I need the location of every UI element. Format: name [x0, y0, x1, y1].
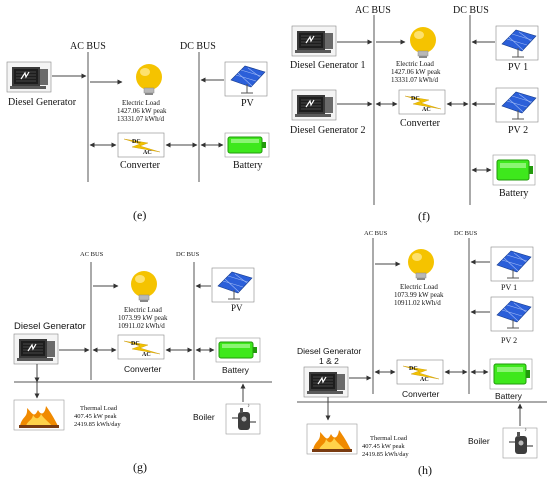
electric-load-label: Electric Load: [400, 283, 438, 291]
diesel-generator-label: Diesel Generator: [8, 97, 77, 108]
diesel-generator-icon: [6, 61, 52, 93]
panel-g: AC BUS DC BUS Electric Load 1073.99 kW p…: [13, 251, 272, 474]
electric-load-peak: 1427.06 kW peak: [391, 68, 441, 76]
electric-load-label: Electric Load: [124, 306, 162, 314]
electric-load-label: Electric Load: [396, 60, 434, 68]
thermal-load-icon: [306, 423, 358, 455]
light-bulb-icon: [130, 270, 158, 303]
pv-2-icon: [495, 87, 539, 123]
battery-icon: [224, 132, 270, 158]
pv-label: PV: [241, 98, 255, 109]
ac-bus-label: AC BUS: [364, 230, 388, 237]
converter-ac-glyph: AC: [142, 352, 151, 358]
pv-1-icon: [495, 25, 539, 61]
thermal-load-icon: [13, 399, 65, 431]
electric-load-peak: 1073.99 kW peak: [118, 314, 168, 322]
ac-bus-label: AC BUS: [355, 5, 391, 16]
electric-load-peak: 1427.06 kW peak: [117, 107, 167, 115]
thermal-load-label: Thermal Load: [370, 435, 408, 442]
battery-label: Battery: [495, 391, 523, 401]
diesel-generator-number-label: 1 & 2: [319, 356, 339, 366]
battery-icon: [492, 154, 536, 186]
diesel-generator-icon: [13, 333, 59, 365]
converter-dc-glyph: DC: [409, 366, 418, 372]
converter-icon: [117, 132, 165, 158]
pv-label: PV: [231, 303, 243, 313]
converter-label: Converter: [124, 364, 161, 374]
diesel-generator-1-icon: [291, 25, 337, 57]
boiler-icon: [502, 427, 538, 459]
electric-load-label: Electric Load: [122, 99, 160, 107]
battery-label: Battery: [222, 365, 250, 375]
diesel-generator-2-label: Diesel Generator 2: [290, 125, 366, 136]
pv-2-label: PV 2: [501, 336, 517, 345]
dc-bus-label: DC BUS: [453, 5, 489, 16]
panel-label-f: (f): [418, 209, 430, 223]
diesel-generator-label: Diesel Generator: [297, 346, 361, 356]
boiler-icon: [225, 403, 261, 435]
thermal-load-label: Thermal Load: [80, 405, 118, 412]
converter-ac-glyph: AC: [143, 150, 152, 156]
pv-1-icon: [490, 246, 534, 282]
electric-load-daily: 13331.07 kWh/d: [391, 76, 439, 84]
converter-ac-glyph: AC: [420, 377, 429, 383]
light-bulb-icon: [407, 248, 435, 281]
converter-label: Converter: [400, 118, 441, 129]
electric-load-daily: 10911.02 kWh/d: [118, 322, 165, 330]
electric-load-peak: 1073.99 kW peak: [394, 291, 444, 299]
diesel-generator-2-icon: [291, 89, 337, 121]
boiler-label: Boiler: [468, 436, 490, 446]
diesel-generator-label: Diesel Generator: [14, 321, 86, 332]
pv-panel-icon: [224, 61, 268, 97]
pv-2-icon: [490, 296, 534, 332]
diesel-generator-1-label: Diesel Generator 1: [290, 60, 366, 71]
converter-label: Converter: [402, 389, 439, 399]
battery-icon: [215, 337, 261, 363]
converter-dc-glyph: DC: [411, 96, 420, 102]
dc-bus-label: DC BUS: [176, 251, 200, 258]
battery-icon: [489, 358, 533, 390]
thermal-load-peak: 407.45 kW peak: [74, 413, 117, 420]
boiler-label: Boiler: [193, 412, 215, 422]
pv-panel-icon: [211, 267, 255, 303]
light-bulb-icon: [409, 26, 437, 59]
electric-load-daily: 10911.02 kWh/d: [394, 299, 441, 307]
converter-ac-glyph: AC: [422, 107, 431, 113]
converter-dc-glyph: DC: [132, 139, 141, 145]
thermal-load-daily: 2419.85 kWh/day: [362, 451, 409, 458]
panel-e: AC BUS DC BUS Diesel Generator Electric …: [6, 41, 270, 222]
pv-1-label: PV 1: [501, 283, 517, 292]
panel-h: AC BUS DC BUS Electric Load 1073.99 kW p…: [297, 230, 547, 477]
thermal-load-daily: 2419.85 kWh/day: [74, 421, 121, 428]
panel-label-h: (h): [418, 463, 432, 477]
battery-label: Battery: [499, 188, 528, 199]
panel-label-g: (g): [133, 460, 147, 474]
light-bulb-icon: [135, 63, 163, 96]
panel-label-e: (e): [133, 208, 146, 222]
pv-2-label: PV 2: [508, 125, 528, 136]
thermal-load-peak: 407.45 kW peak: [362, 443, 405, 450]
diesel-generator-icon: [303, 366, 349, 398]
ac-bus-label: AC BUS: [70, 41, 106, 52]
battery-label: Battery: [233, 160, 262, 171]
electric-load-daily: 13331.07 kWh/d: [117, 115, 165, 123]
converter-dc-glyph: DC: [131, 341, 140, 347]
dc-bus-label: DC BUS: [454, 230, 478, 237]
pv-1-label: PV 1: [508, 62, 528, 73]
converter-label: Converter: [120, 160, 161, 171]
panel-f: AC BUS DC BUS Diesel Generator 1 Diesel …: [290, 5, 539, 223]
dc-bus-label: DC BUS: [180, 41, 216, 52]
ac-bus-label: AC BUS: [80, 251, 104, 258]
converter-icon: [117, 334, 165, 360]
